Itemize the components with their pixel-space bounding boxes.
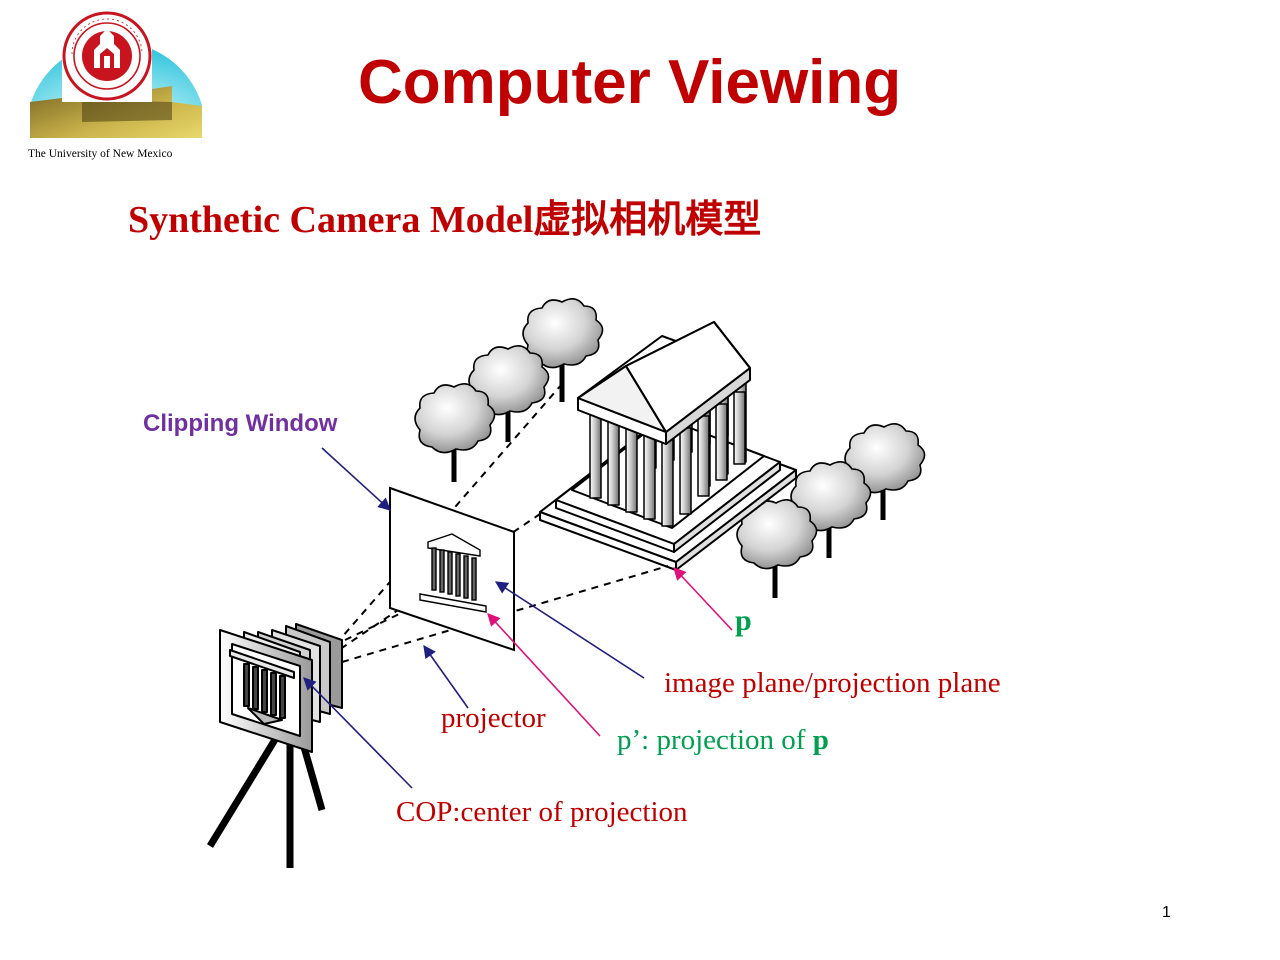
tree-icon — [414, 383, 496, 482]
page-title: Computer Viewing — [358, 48, 902, 117]
tree-group-right — [736, 423, 926, 598]
clipping-window-label: Clipping Window — [143, 410, 338, 437]
p-arrow — [673, 567, 733, 631]
tree-icon — [522, 298, 604, 402]
seal-icon — [62, 11, 152, 101]
page-number: 1 — [1162, 904, 1171, 921]
image-plane — [389, 486, 515, 652]
university-logo — [22, 10, 212, 168]
tree-icon — [468, 345, 550, 442]
p-prime-bold: p — [812, 724, 829, 756]
p-prime-label: p’: projection of p — [617, 726, 829, 755]
annotation-arrows — [303, 447, 733, 789]
clipping-window-arrow — [321, 447, 391, 511]
p-prime-text: p’: projection of — [617, 724, 813, 756]
logo-graphic — [30, 11, 202, 138]
tree-icon — [790, 461, 872, 558]
cop-arrow — [303, 677, 413, 789]
projector-arrow — [423, 644, 469, 709]
tree-group-left — [414, 298, 604, 482]
point-p-label: p — [735, 604, 752, 637]
projected-temple-icon — [419, 533, 487, 613]
image-plane-label: image plane/projection plane — [664, 667, 1001, 699]
image-plane-arrow — [494, 581, 645, 679]
cop-label: COP:center of projection — [396, 796, 688, 828]
projector-label: projector — [441, 702, 546, 734]
camera-icon — [207, 623, 343, 868]
logo-caption: The University of New Mexico — [28, 148, 173, 160]
temple-icon — [539, 321, 797, 571]
tree-icon — [844, 423, 926, 520]
slide-subtitle: Synthetic Camera Model虚拟相机模型 — [128, 199, 762, 241]
p-prime-arrow — [487, 613, 601, 737]
